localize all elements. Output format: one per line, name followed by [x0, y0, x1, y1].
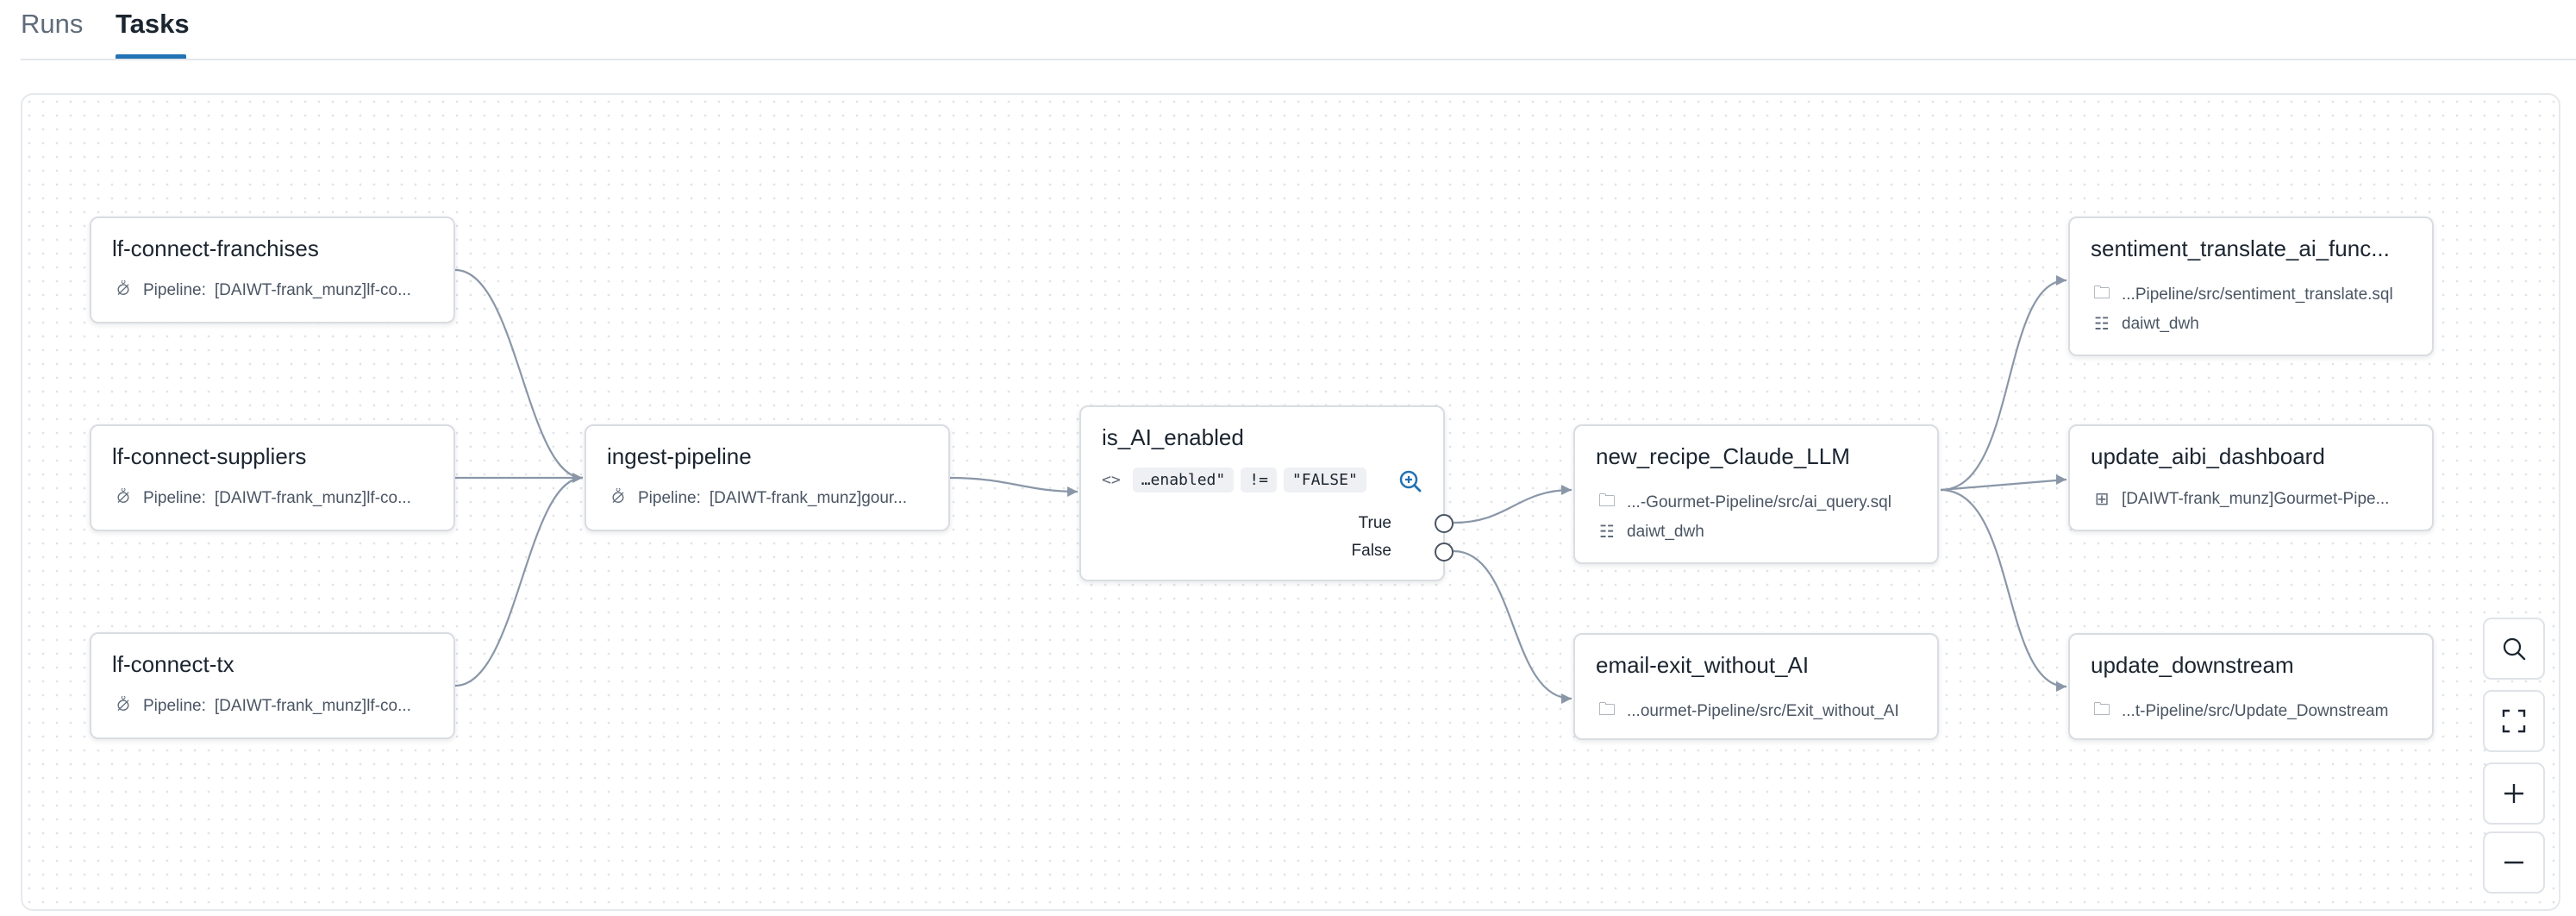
- left-operand: …enabled": [1132, 467, 1235, 493]
- search-icon: [2503, 637, 2526, 661]
- tab-divider: [21, 59, 2576, 60]
- meta-label: Pipeline:: [143, 488, 206, 507]
- condition-expression: <> …enabled" != "FALSE": [1102, 467, 1366, 493]
- task-node-lf-connect-suppliers[interactable]: lf-connect-suppliers ⦲ Pipeline: [DAIWT-…: [90, 424, 455, 531]
- folder-icon: 🗀: [1598, 700, 1616, 719]
- path-value: ...t-Pipeline/src/Update_Downstream: [2122, 702, 2389, 720]
- task-dashboard: ⊞ [DAIWT-frank_munz]Gourmet-Pipe...: [2091, 488, 2417, 510]
- task-title: update_aibi_dashboard: [2091, 443, 2325, 469]
- task-title: is_AI_enabled: [1102, 424, 1244, 450]
- path-value: ...Pipeline/src/sentiment_translate.sql: [2122, 285, 2393, 304]
- dashboard-icon: ⊞: [2094, 490, 2110, 509]
- meta-value: [DAIWT-frank_munz]lf-co...: [214, 280, 411, 299]
- task-node-sentiment-translate[interactable]: sentiment_translate_ai_func... 🗀 ...Pipe…: [2068, 216, 2434, 356]
- meta-value: [DAIWT-frank_munz]gour...: [709, 488, 908, 507]
- task-node-update-downstream[interactable]: update_downstream 🗀 ...t-Pipeline/src/Up…: [2068, 633, 2434, 740]
- task-title: lf-connect-tx: [112, 651, 234, 677]
- task-path: 🗀 ...Pipeline/src/sentiment_translate.sq…: [2091, 280, 2417, 310]
- zoom-in-button[interactable]: [2483, 762, 2545, 825]
- pipeline-icon: ⦲: [116, 280, 130, 299]
- task-title: ingest-pipeline: [607, 443, 752, 469]
- zoom-in-icon: [2504, 784, 2523, 803]
- tab-bar: Runs Tasks: [0, 0, 2576, 60]
- meta-label: Pipeline:: [143, 280, 206, 299]
- zoom-out-icon: [2504, 861, 2523, 864]
- path-value: ...ourmet-Pipeline/src/Exit_without_AI: [1627, 702, 1899, 720]
- task-title: lf-connect-suppliers: [112, 443, 307, 469]
- warehouse-value: daiwt_dwh: [2122, 314, 2199, 333]
- folder-icon: 🗀: [2093, 700, 2110, 719]
- true-port[interactable]: [1435, 514, 1454, 533]
- warehouse-icon: ☷: [2094, 315, 2110, 334]
- false-branch-label: False: [1351, 542, 1391, 560]
- meta-label: Pipeline:: [638, 488, 701, 507]
- task-path: 🗀 ...-Gourmet-Pipeline/src/ai_query.sql: [1596, 488, 1922, 518]
- zoom-in-icon[interactable]: [1398, 469, 1422, 493]
- zoom-out-button[interactable]: [2483, 831, 2545, 894]
- task-meta: ⦲ Pipeline: [DAIWT-frank_munz]lf-co...: [112, 696, 438, 716]
- folder-icon: 🗀: [2093, 284, 2110, 303]
- task-node-new-recipe-claude-llm[interactable]: new_recipe_Claude_LLM 🗀 ...-Gourmet-Pipe…: [1573, 424, 1939, 564]
- task-node-lf-connect-tx[interactable]: lf-connect-tx ⦲ Pipeline: [DAIWT-frank_m…: [90, 632, 455, 739]
- task-meta: ⦲ Pipeline: [DAIWT-frank_munz]lf-co...: [112, 488, 438, 508]
- dashboard-value: [DAIWT-frank_munz]Gourmet-Pipe...: [2122, 489, 2390, 508]
- tab-tasks[interactable]: Tasks: [116, 9, 190, 39]
- code-icon: <>: [1102, 471, 1121, 489]
- folder-icon: 🗀: [1598, 492, 1616, 511]
- true-branch-label: True: [1358, 514, 1391, 532]
- path-value: ...-Gourmet-Pipeline/src/ai_query.sql: [1627, 493, 1891, 511]
- warehouse-icon: ☷: [1599, 523, 1615, 542]
- meta-label: Pipeline:: [143, 696, 206, 715]
- task-meta: ⦲ Pipeline: [DAIWT-frank_munz]gour...: [607, 488, 933, 508]
- search-button[interactable]: [2483, 618, 2545, 680]
- task-title: sentiment_translate_ai_func...: [2091, 235, 2390, 261]
- active-tab-indicator: [116, 54, 186, 60]
- pipeline-icon: ⦲: [611, 488, 625, 507]
- condition-node-is-ai-enabled[interactable]: is_AI_enabled <> …enabled" != "FALSE" Tr…: [1079, 405, 1454, 581]
- task-path: 🗀 ...t-Pipeline/src/Update_Downstream: [2091, 697, 2417, 726]
- meta-value: [DAIWT-frank_munz]lf-co...: [214, 696, 411, 715]
- task-node-ingest-pipeline[interactable]: ingest-pipeline ⦲ Pipeline: [DAIWT-frank…: [585, 424, 950, 531]
- task-title: email-exit_without_AI: [1596, 652, 1810, 678]
- fit-view-icon: [2502, 709, 2526, 733]
- task-node-lf-connect-franchises[interactable]: lf-connect-franchises ⦲ Pipeline: [DAIWT…: [90, 216, 455, 323]
- false-port[interactable]: [1435, 543, 1454, 562]
- pipeline-icon: ⦲: [116, 488, 130, 507]
- task-title: update_downstream: [2091, 652, 2294, 678]
- task-node-email-exit-without-ai[interactable]: email-exit_without_AI 🗀 ...ourmet-Pipeli…: [1573, 633, 1939, 740]
- tab-runs[interactable]: Runs: [21, 9, 84, 39]
- right-operand: "FALSE": [1283, 467, 1366, 493]
- warehouse-value: daiwt_dwh: [1627, 522, 1704, 541]
- task-warehouse: ☷ daiwt_dwh: [1596, 521, 1922, 543]
- task-meta: ⦲ Pipeline: [DAIWT-frank_munz]lf-co...: [112, 280, 438, 300]
- operator: !=: [1241, 467, 1277, 493]
- task-title: lf-connect-franchises: [112, 235, 319, 261]
- task-title: new_recipe_Claude_LLM: [1596, 443, 1850, 469]
- task-warehouse: ☷ daiwt_dwh: [2091, 313, 2417, 335]
- pipeline-icon: ⦲: [116, 696, 130, 715]
- task-node-update-aibi-dashboard[interactable]: update_aibi_dashboard ⊞ [DAIWT-frank_mun…: [2068, 424, 2434, 531]
- meta-value: [DAIWT-frank_munz]lf-co...: [214, 488, 411, 507]
- task-path: 🗀 ...ourmet-Pipeline/src/Exit_without_AI: [1596, 697, 1922, 726]
- fit-view-button[interactable]: [2483, 690, 2545, 752]
